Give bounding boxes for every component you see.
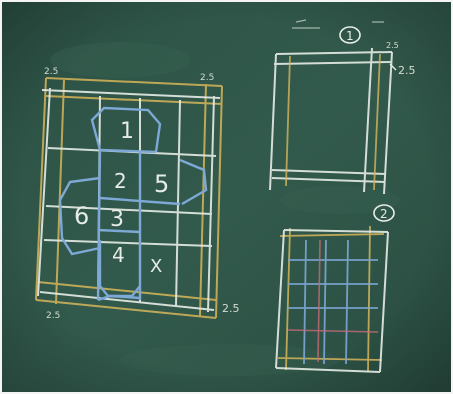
corner-dim-top-left: 2.5 <box>44 67 58 77</box>
dimension-right: 2.5 <box>398 64 416 77</box>
face-label-x: X <box>150 256 162 277</box>
corner-dim-top-right: 2.5 <box>200 73 214 83</box>
face-label-4: 4 <box>112 243 125 267</box>
face-label-1: 1 <box>120 119 134 144</box>
dimension-top: 2.5 <box>386 41 399 50</box>
corner-dim-bottom-right: 2.5 <box>222 302 240 315</box>
figure-label-1: 1 <box>346 29 354 43</box>
corner-dim-bottom-left: 2.5 <box>46 311 60 321</box>
face-label-6: 6 <box>74 202 89 230</box>
face-label-5: 5 <box>154 170 169 198</box>
figure-label-2: 2 <box>380 207 388 221</box>
face-label-3: 3 <box>110 207 124 232</box>
face-label-2: 2 <box>114 169 127 193</box>
